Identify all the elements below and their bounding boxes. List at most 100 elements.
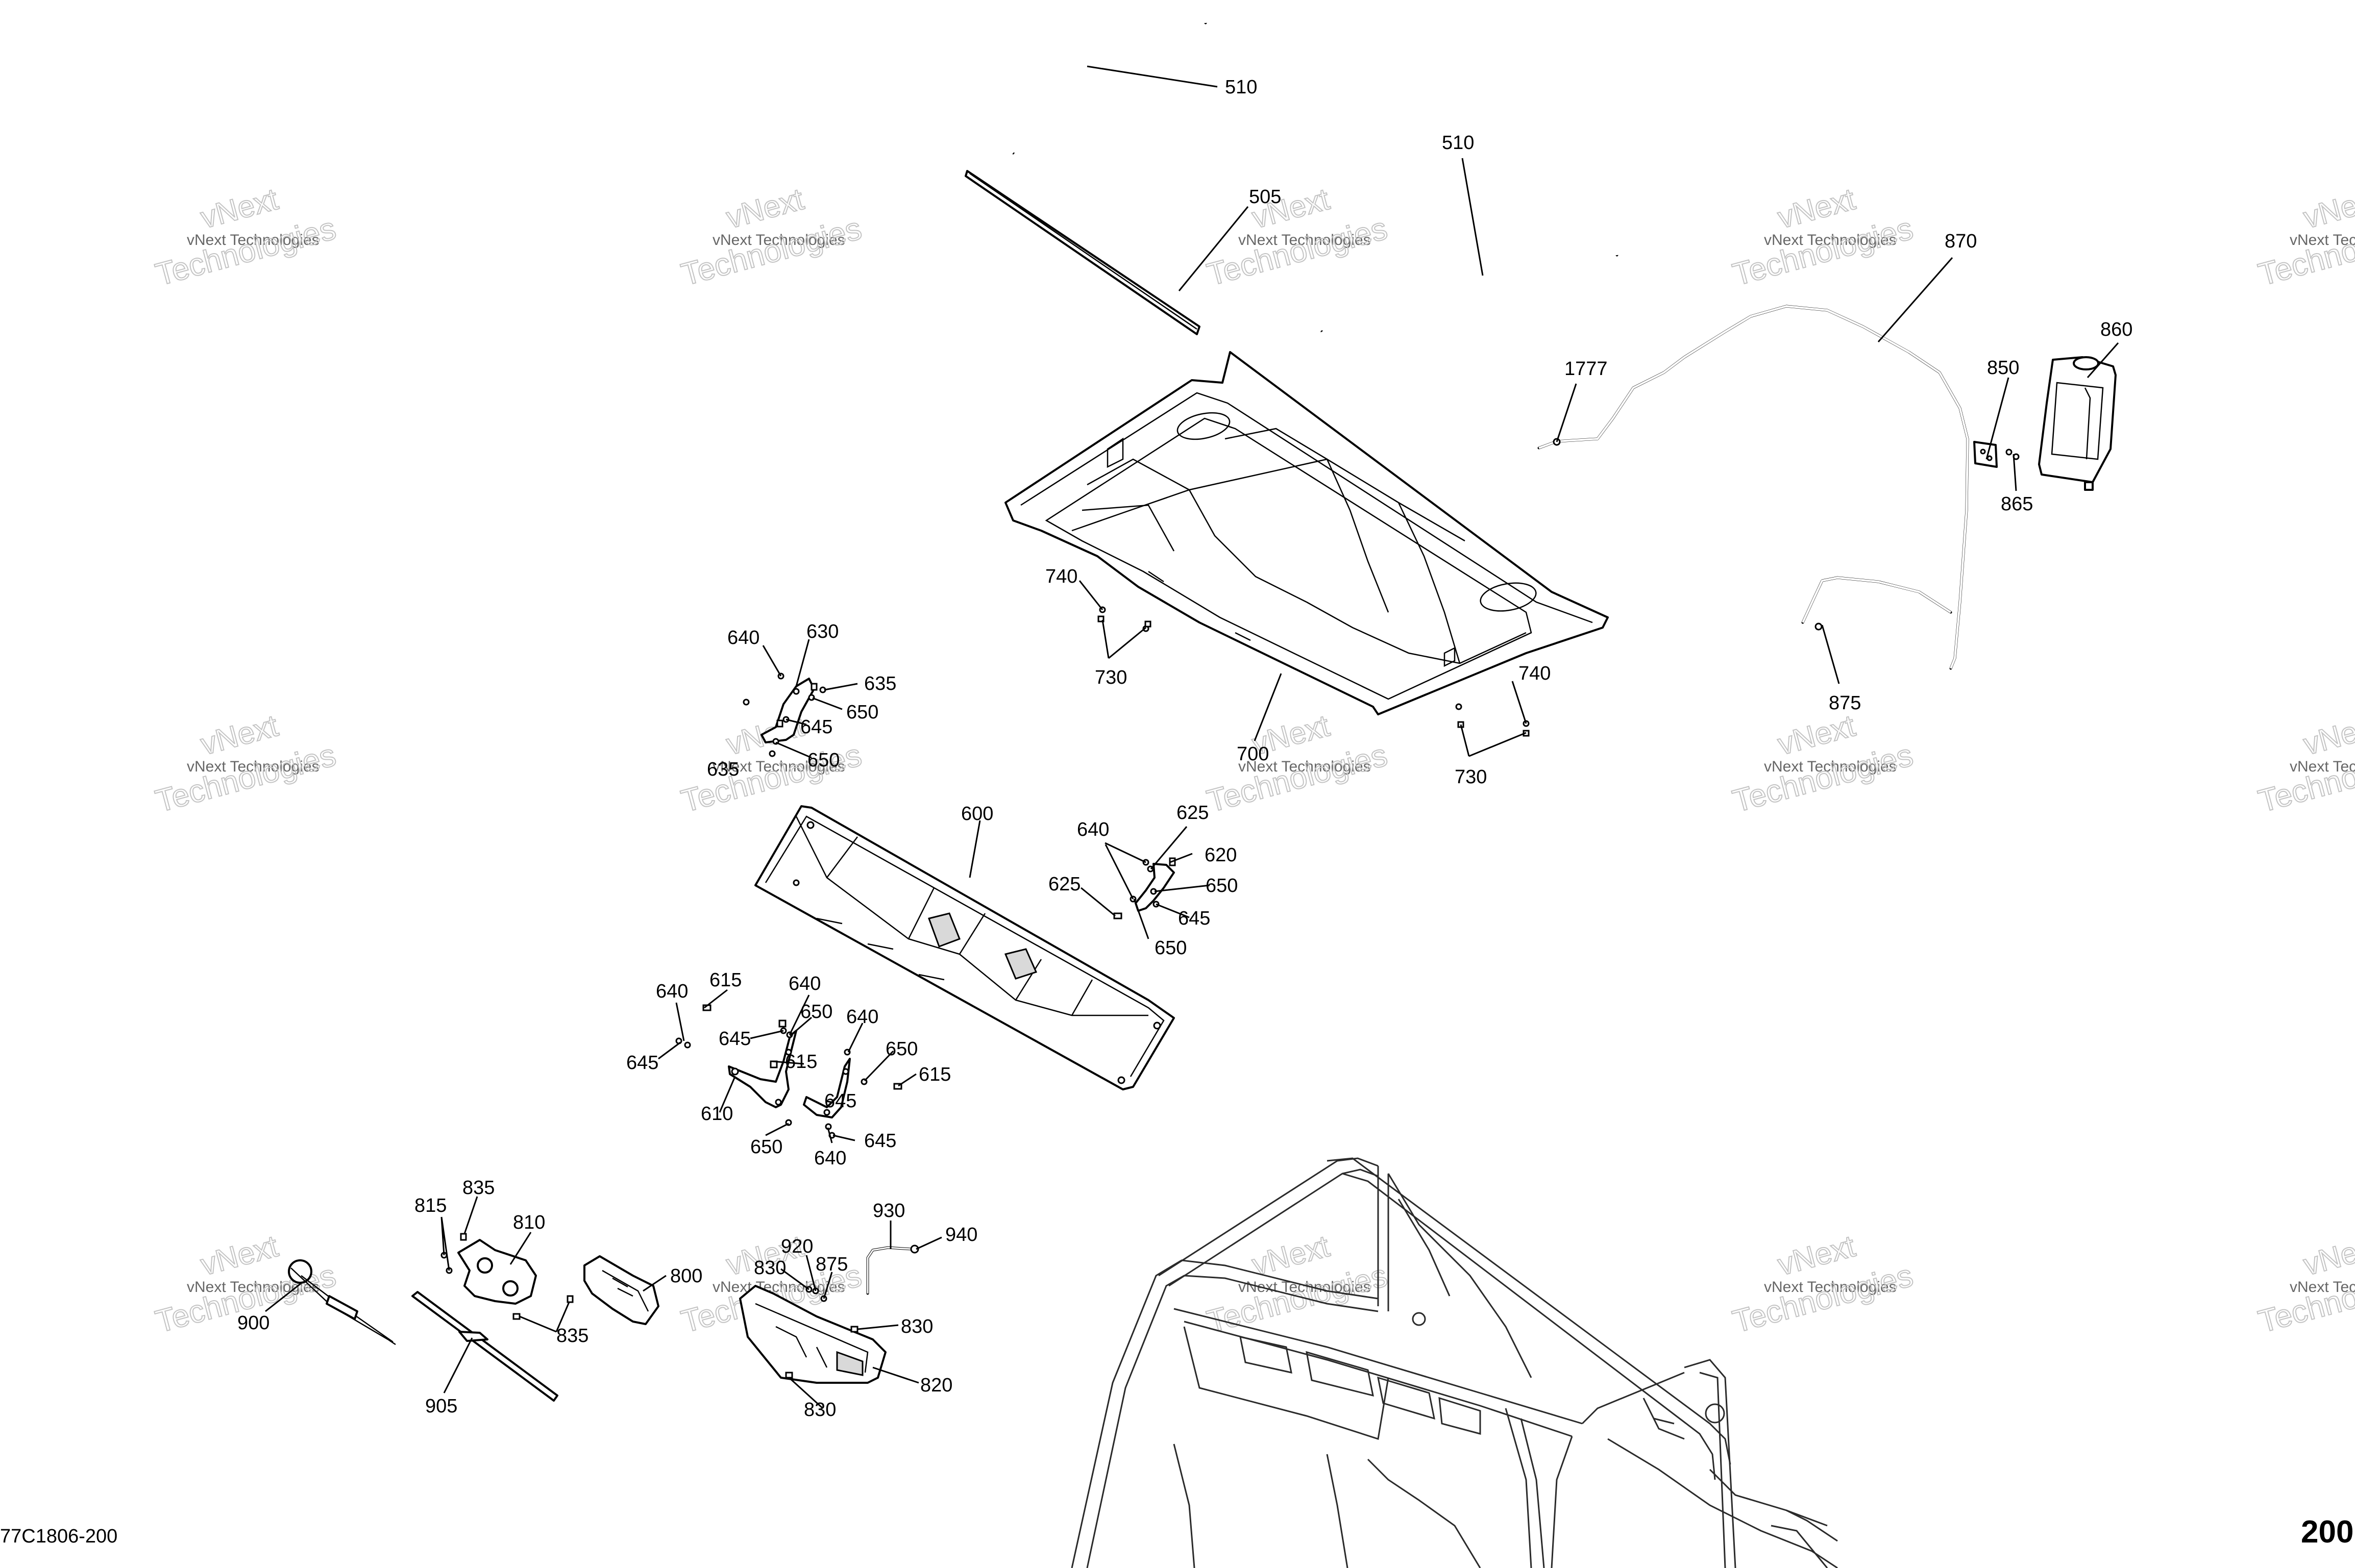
wiper-bracket-810	[457, 1239, 537, 1305]
callout: 630	[806, 621, 839, 642]
callout: 800	[670, 1265, 702, 1287]
svg-text:vNext Technologies: vNext Technologies	[2290, 1279, 2355, 1296]
callout: 650	[807, 750, 840, 771]
callout: 830	[804, 1399, 836, 1421]
callout: 610	[701, 1103, 733, 1125]
svg-text:vNext Technologies: vNext Technologies	[2290, 232, 2355, 248]
callout: 900	[237, 1312, 269, 1334]
callout: 640	[727, 627, 759, 649]
callout: 730	[1455, 766, 1487, 788]
fastener-740-right	[1455, 703, 1530, 727]
watermark: vNext vNext Technologies Technologies	[1729, 708, 1917, 819]
fitting-940	[910, 1245, 919, 1254]
drawing-code: 77C1806-200	[0, 1526, 117, 1547]
callout: 505	[1249, 186, 1281, 208]
callout: 615	[919, 1064, 951, 1085]
fastener-865	[2005, 449, 2020, 460]
callout: 640	[789, 973, 821, 994]
watermark: vNext vNext Technologies Technologies	[2254, 181, 2355, 293]
svg-text:vNext Technologies: vNext Technologies	[1238, 232, 1371, 248]
callout: 1777	[1564, 358, 1608, 380]
callout: 645	[626, 1052, 658, 1074]
washer-bracket-850	[1973, 441, 1998, 468]
callout: 940	[945, 1224, 977, 1246]
svg-text:vNext Technologies: vNext Technologies	[1764, 1279, 1897, 1296]
callout: 645	[864, 1130, 896, 1152]
wiper-motor-800	[583, 1255, 659, 1325]
callout: 640	[814, 1148, 846, 1169]
watermark: vNext vNext Technologies Technologies	[1729, 1228, 1917, 1340]
callout: 930	[873, 1200, 905, 1222]
callout: 645	[824, 1090, 856, 1112]
callout: 640	[1077, 819, 1109, 840]
callout: 600	[961, 803, 993, 825]
watermark: vNext vNext Technologies Technologies	[1203, 181, 1391, 293]
roof-panel-700	[1004, 351, 1609, 715]
callout: 920	[781, 1236, 813, 1257]
svg-text:vNext: vNext	[2300, 182, 2355, 235]
callout: 635	[864, 673, 896, 694]
callout: 830	[901, 1316, 933, 1337]
callout: 850	[1987, 357, 2019, 379]
svg-text:vNext Technologies: vNext Technologies	[1238, 758, 1371, 775]
callout: 510	[1225, 77, 1257, 98]
fastener-730-right	[1457, 721, 1530, 737]
wiper-cover-820	[739, 1285, 887, 1384]
front-panel-600	[754, 805, 1175, 1090]
callout: 625	[1176, 802, 1209, 824]
callout: 835	[462, 1177, 495, 1199]
callout: 870	[1945, 231, 1977, 252]
callout: 650	[886, 1038, 918, 1060]
callout: 645	[800, 716, 832, 738]
vehicle-roll-cage	[1071, 1157, 1838, 1568]
callout: 645	[1178, 908, 1210, 929]
watermark: vNext vNext Technologies Technologies	[152, 708, 340, 819]
callout: 650	[1206, 875, 1238, 897]
callout: 645	[719, 1028, 751, 1050]
svg-text:vNext Technologies: vNext Technologies	[1764, 232, 1897, 248]
svg-text:vNext Technologies: vNext Technologies	[187, 232, 320, 248]
seal-510-lower	[1320, 222, 1618, 350]
callout: 740	[1518, 663, 1551, 684]
callout: 830	[754, 1257, 786, 1279]
callout: 615	[785, 1051, 817, 1073]
wiper-arm-900	[288, 1259, 396, 1346]
callout: 860	[2100, 319, 2132, 340]
callout: 625	[1048, 874, 1081, 895]
svg-text:vNext: vNext	[2300, 1229, 2355, 1282]
callout: 650	[1155, 937, 1187, 959]
callout: 740	[1045, 566, 1077, 587]
callout: 730	[1095, 667, 1127, 688]
svg-text:vNext: vNext	[2300, 708, 2355, 761]
callout: 510	[1442, 132, 1474, 154]
watermark: vNext vNext Technologies Technologies	[1203, 708, 1391, 819]
callout: 875	[1829, 692, 1861, 714]
callout: 820	[920, 1375, 952, 1396]
bracket-620	[1113, 857, 1176, 919]
svg-text:vNext Technologies: vNext Technologies	[2290, 758, 2355, 775]
callout: 640	[846, 1006, 878, 1028]
watermark: vNext vNext Technologies Technologies	[2254, 708, 2355, 819]
seal-505	[965, 170, 1200, 335]
callout: 620	[1205, 844, 1237, 866]
leader-lines	[265, 65, 2119, 1409]
svg-text:vNext Technologies: vNext Technologies	[713, 232, 845, 248]
seal-510-upper	[989, 4, 1207, 155]
bracket-610	[675, 1004, 902, 1139]
washer-nozzle-930	[866, 1246, 913, 1295]
callout: 650	[750, 1136, 782, 1158]
callout: 700	[1237, 743, 1269, 765]
callout: 905	[425, 1396, 457, 1417]
svg-text:vNext Technologies: vNext Technologies	[1764, 758, 1897, 775]
callout: 635	[707, 759, 739, 780]
watermark: vNext vNext Technologies Technologies	[677, 181, 866, 293]
callout: 875	[816, 1254, 848, 1275]
wiper-blade-905	[411, 1291, 558, 1402]
svg-text:vNext Technologies: vNext Technologies	[713, 1279, 845, 1296]
callout: 615	[709, 969, 742, 991]
callout: 865	[2001, 493, 2033, 515]
callout: 815	[414, 1195, 447, 1216]
callout: 650	[846, 702, 878, 723]
hose-end-875	[1814, 623, 1823, 631]
